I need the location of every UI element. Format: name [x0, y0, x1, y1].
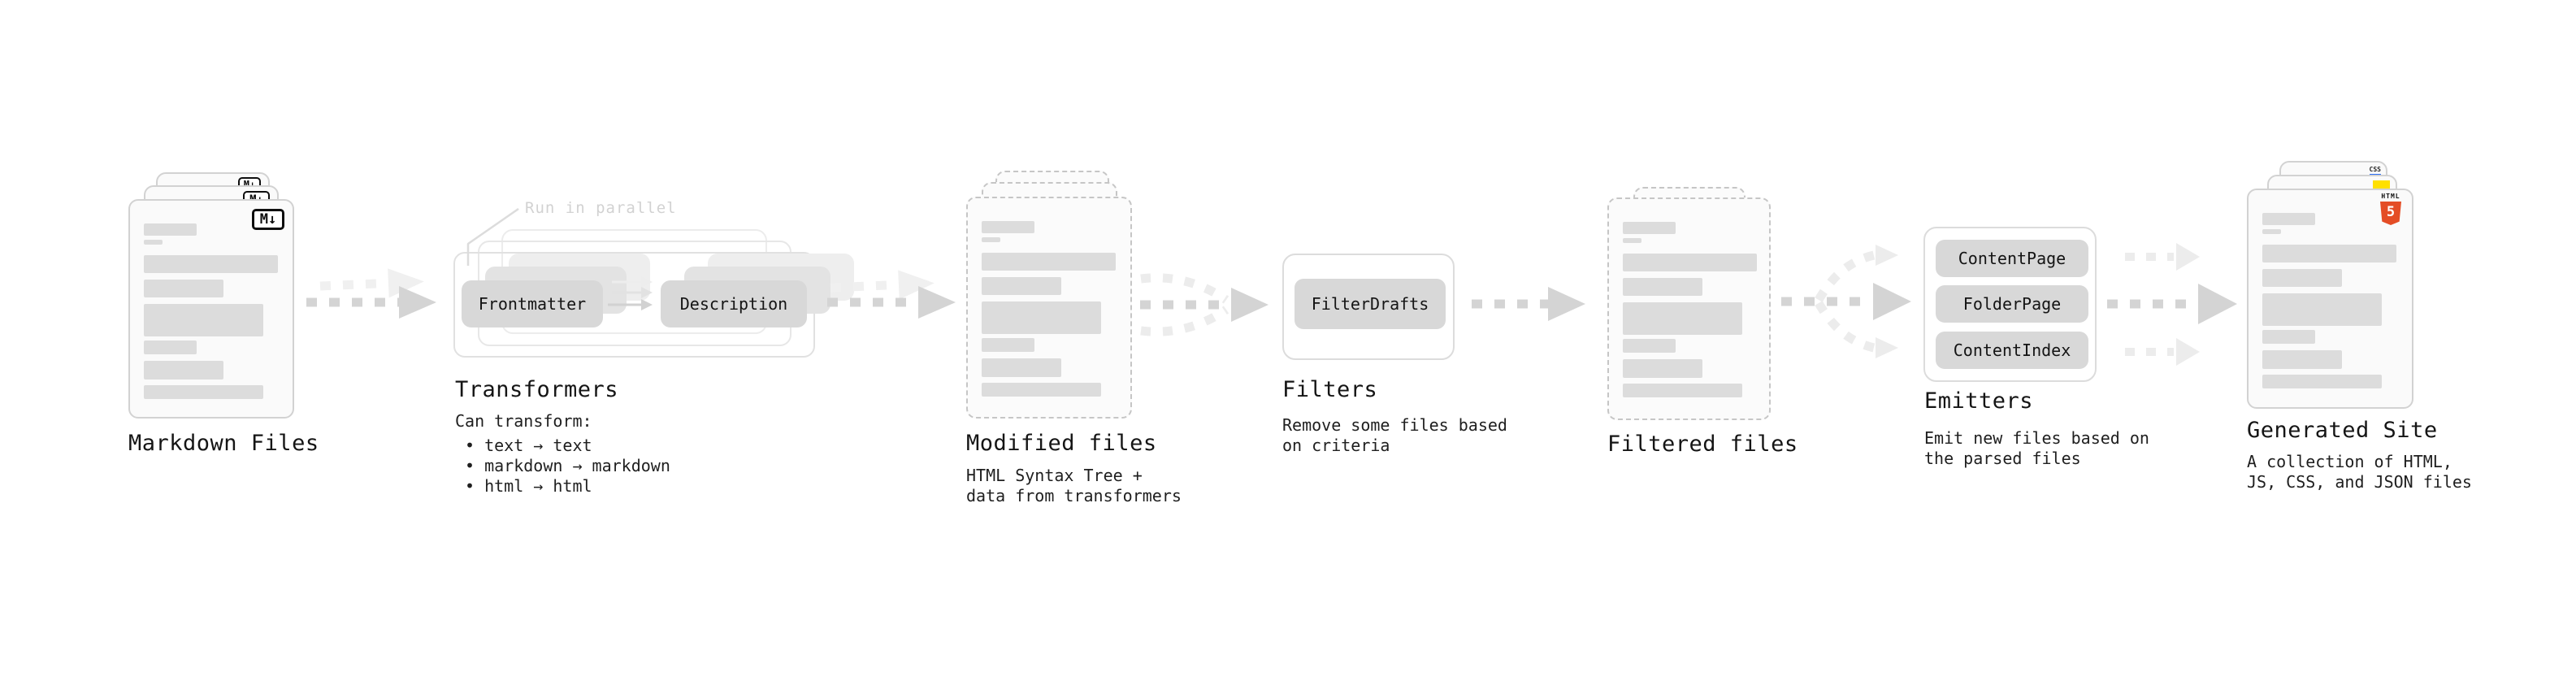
stage-title-filtered-files: Filtered files: [1607, 432, 1798, 457]
markdown-icon: M↓: [252, 209, 284, 230]
emitters-box: ContentPage FolderPage ContentIndex: [1923, 227, 2097, 382]
placeholder-bar: [2262, 245, 2396, 262]
placeholder-bar: [144, 385, 263, 399]
stage-title-markdown-files: Markdown Files: [128, 431, 319, 456]
placeholder-bar: [144, 255, 278, 273]
placeholder-bar: [982, 338, 1034, 352]
file-content-placeholder-bars: [982, 198, 1116, 397]
placeholder-bar: [982, 237, 1000, 242]
arrow-modified-to-filters: [1140, 273, 1268, 336]
filter-drafts-pill: FilterDrafts: [1295, 279, 1446, 329]
placeholder-bar: [144, 280, 223, 297]
placeholder-bar: [144, 340, 197, 354]
javascript-icon: [2373, 180, 2390, 189]
html5-icon-number: 5: [2386, 204, 2396, 220]
placeholder-bar: [1623, 222, 1676, 234]
arrow-markdown-to-transformers: [306, 268, 436, 319]
stage-title-generated-site: Generated Site: [2247, 418, 2438, 443]
placeholder-bar: [144, 304, 263, 336]
modified-files-desc: HTML Syntax Tree + data from transformer…: [966, 466, 1182, 505]
placeholder-bar: [1623, 339, 1676, 353]
content-page-pill: ContentPage: [1936, 240, 2088, 277]
placeholder-bar: [982, 253, 1116, 271]
placeholder-bar: [2262, 350, 2342, 369]
filters-box: FilterDrafts: [1282, 254, 1455, 360]
arrow-emitters-to-generated: [2107, 243, 2237, 366]
placeholder-bar: [2262, 330, 2315, 344]
arrow-filtered-to-emitters: [1781, 245, 1911, 358]
placeholder-bar: [1623, 238, 1641, 243]
placeholder-bar: [144, 240, 163, 245]
markdown-file-card-front: M↓: [128, 199, 294, 419]
placeholder-bar: [1623, 278, 1702, 296]
filters-desc: Remove some files based on criteria: [1282, 415, 1507, 455]
placeholder-bar: [982, 221, 1034, 233]
stage-title-transformers: Transformers: [455, 377, 619, 402]
html5-icon: HTML 5: [2380, 193, 2401, 225]
placeholder-bar: [982, 358, 1061, 377]
placeholder-bar: [1623, 384, 1742, 397]
description-pill: Description: [661, 280, 807, 327]
transformers-desc-heading: Can transform:: [455, 411, 592, 431]
placeholder-bar: [144, 361, 223, 380]
file-content-placeholder-bars: [1623, 199, 1757, 397]
arrow-filters-to-filtered: [1472, 287, 1585, 321]
content-index-pill: ContentIndex: [1936, 332, 2088, 369]
generated-file-card-front: HTML 5: [2247, 189, 2413, 409]
placeholder-bar: [2262, 213, 2315, 225]
placeholder-bar: [982, 301, 1101, 334]
stage-title-filters: Filters: [1282, 377, 1378, 402]
transformers-bullet: • text → text: [465, 436, 592, 455]
file-content-placeholder-bars: [2262, 190, 2396, 388]
run-in-parallel-note: Run in parallel: [525, 199, 677, 217]
placeholder-bar: [2262, 229, 2281, 234]
placeholder-bar: [982, 383, 1101, 397]
placeholder-bar: [2262, 269, 2342, 287]
stage-title-modified-files: Modified files: [966, 431, 1157, 456]
transformers-bullet: • markdown → markdown: [465, 456, 670, 475]
placeholder-bar: [144, 223, 197, 236]
modified-file-card-front: [966, 197, 1132, 419]
placeholder-bar: [1623, 302, 1742, 335]
placeholder-bar: [2262, 375, 2382, 388]
placeholder-bar: [982, 277, 1061, 295]
transformers-bullet: • html → html: [465, 476, 592, 496]
stage-title-emitters: Emitters: [1924, 388, 2034, 414]
html5-icon-shield: 5: [2380, 202, 2401, 225]
emitters-desc: Emit new files based on the parsed files: [1924, 428, 2149, 468]
file-content-placeholder-bars: [144, 201, 278, 399]
generated-site-desc: A collection of HTML, JS, CSS, and JSON …: [2247, 452, 2472, 492]
html5-icon-label: HTML: [2381, 193, 2400, 200]
placeholder-bar: [1623, 359, 1702, 378]
frontmatter-pill: Frontmatter: [462, 280, 603, 327]
placeholder-bar: [1623, 254, 1757, 271]
folder-page-pill: FolderPage: [1936, 285, 2088, 323]
filtered-file-card-front: [1607, 197, 1771, 420]
placeholder-bar: [2262, 293, 2382, 326]
